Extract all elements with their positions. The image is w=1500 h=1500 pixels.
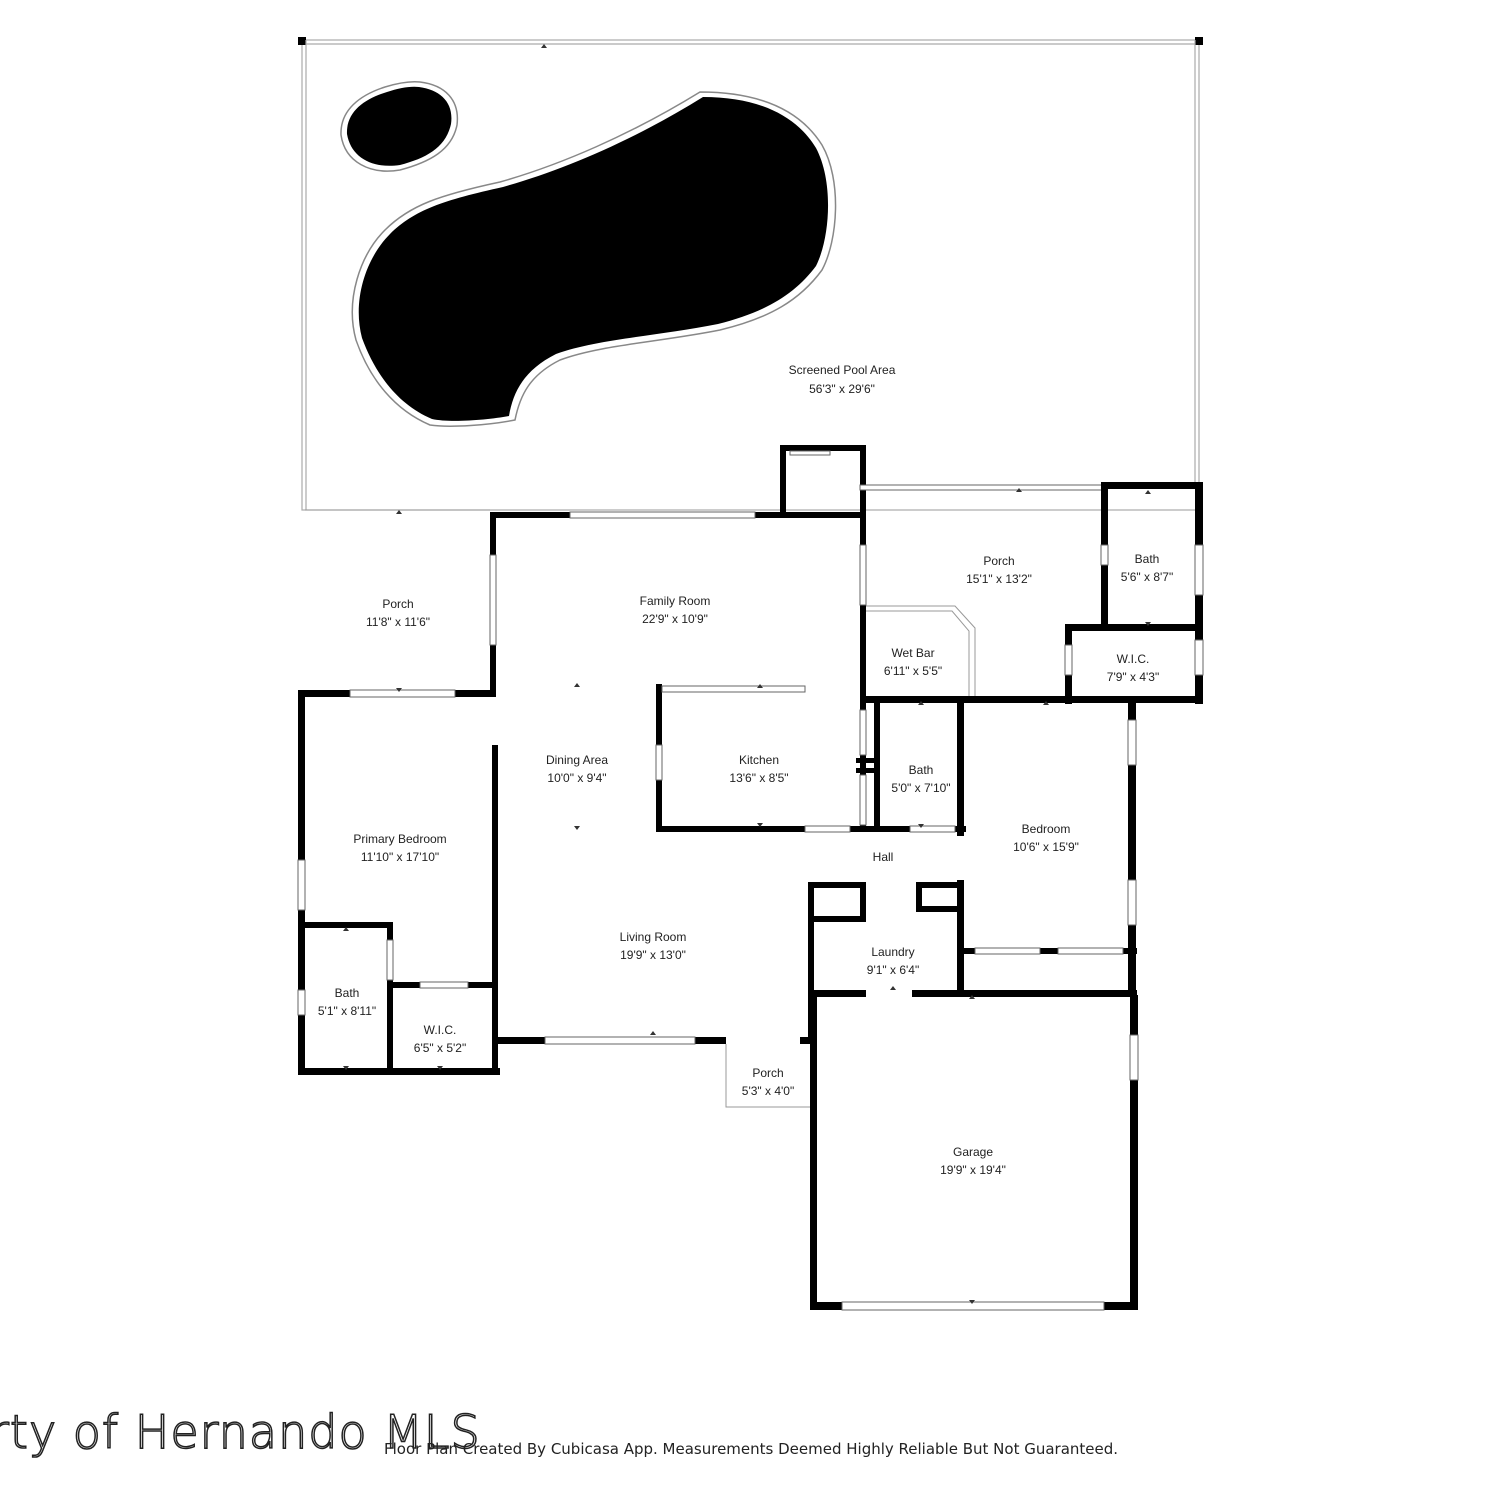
kitchen-name: Kitchen — [739, 753, 779, 767]
dining-area-name: Dining Area — [546, 753, 608, 767]
screened-pool-area-dims: 56'3" x 29'6" — [809, 382, 875, 396]
laundry-dims: 9'1" x 6'4" — [867, 963, 919, 977]
porch-front-name: Porch — [752, 1066, 783, 1080]
dimension-ticks — [343, 44, 1151, 1304]
primary-bedroom-dims: 11'10" x 17'10" — [361, 850, 439, 864]
primary-bedroom-name: Primary Bedroom — [353, 832, 446, 846]
wic-ne-name: W.I.C. — [1117, 652, 1150, 666]
wic-ne-dims: 7'9" x 4'3" — [1107, 670, 1159, 684]
pool-enclosure-screen — [298, 37, 1203, 511]
porch-left-name: Porch — [382, 597, 413, 611]
wet-bar-dims: 6'11" x 5'5" — [884, 664, 942, 678]
laundry-name: Laundry — [871, 945, 914, 959]
bath-ne-name: Bath — [1135, 552, 1160, 566]
porch-right-name: Porch — [983, 554, 1014, 568]
pool — [351, 91, 837, 427]
wic-sw-name: W.I.C. — [424, 1023, 457, 1037]
family-room-dims: 22'9" x 10'9" — [642, 612, 708, 626]
garage-name: Garage — [953, 1145, 993, 1159]
porch-left-dims: 11'8" x 11'6" — [366, 615, 430, 629]
dining-area-dims: 10'0" x 9'4" — [547, 771, 606, 785]
living-room-name: Living Room — [620, 930, 687, 944]
wic-sw-dims: 6'5" x 5'2" — [414, 1041, 466, 1055]
watermark-text: rty of Hernando MLS — [0, 1404, 481, 1460]
living-room-dims: 19'9" x 13'0" — [620, 948, 686, 962]
screened-pool-area-name: Screened Pool Area — [789, 363, 896, 377]
porch-front-dims: 5'3" x 4'0" — [742, 1084, 794, 1098]
bedroom-dims: 10'6" x 15'9" — [1013, 840, 1079, 854]
bath-mid-dims: 5'0" x 7'10" — [891, 781, 950, 795]
bedroom-name: Bedroom — [1022, 822, 1071, 836]
bath-mid-name: Bath — [909, 763, 934, 777]
wet-bar-name: Wet Bar — [891, 646, 934, 660]
bath-sw-name: Bath — [335, 986, 360, 1000]
bath-sw-dims: 5'1" x 8'11" — [318, 1004, 376, 1018]
porch-right-dims: 15'1" x 13'2" — [966, 572, 1032, 586]
room-labels: Screened Pool Area 56'3" x 29'6" Porch 1… — [318, 363, 1173, 1177]
garage-dims: 19'9" x 19'4" — [940, 1163, 1006, 1177]
family-room-name: Family Room — [640, 594, 711, 608]
walls — [297, 445, 1204, 1311]
bath-ne-dims: 5'6" x 8'7" — [1121, 570, 1173, 584]
kitchen-dims: 13'6" x 8'5" — [729, 771, 788, 785]
footer-disclaimer: Floor Plan Created By Cubicasa App. Meas… — [384, 1440, 1119, 1458]
hall-name: Hall — [873, 850, 894, 864]
spa — [340, 81, 459, 172]
